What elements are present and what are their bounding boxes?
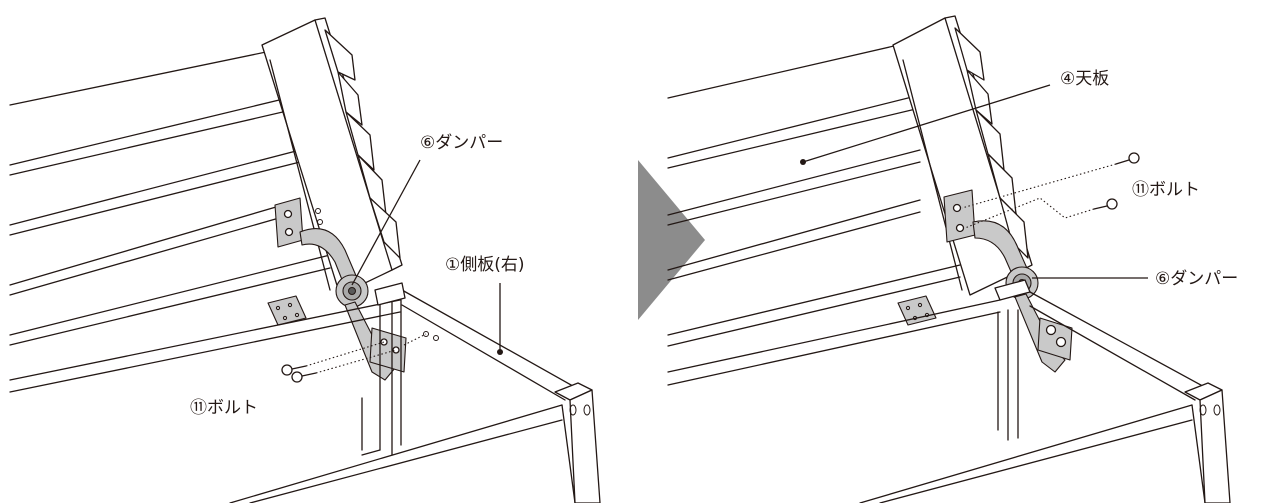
side-bracket [369, 327, 439, 373]
bolt-label: ⑪ボルト [1132, 180, 1200, 200]
bolt-icon [291, 371, 317, 383]
side-panel-label: ①側板(右) [445, 255, 525, 275]
seat-slats [9, 44, 331, 346]
damper-label: ⑥ダンパー [420, 133, 503, 153]
bolts [281, 333, 427, 383]
bolt-label: ⑪ボルト [190, 398, 258, 418]
step-left-panel: ⑥ダンパー ①側板(右) ⑪ボルト [9, 17, 601, 503]
seat-slats [667, 39, 961, 347]
bolts [961, 152, 1140, 229]
hinge [267, 295, 307, 326]
triangle-right-arrow-icon [638, 160, 705, 320]
box-frame [9, 282, 601, 503]
top-board-leader [802, 84, 1051, 163]
bolt-icon [1093, 198, 1118, 210]
top-board-leader-dot [800, 159, 806, 165]
hinge [897, 295, 937, 326]
box-frame [667, 279, 1231, 503]
side-panel-leader-dot [497, 349, 503, 355]
lid-bracket [274, 197, 323, 248]
step-right-panel: ④天板 ⑪ボルト ⑥ダンパー [667, 15, 1238, 503]
damper-leader [351, 159, 421, 286]
lid-board [261, 17, 403, 296]
top-board-label: ④天板 [1060, 69, 1109, 89]
damper-label: ⑥ダンパー [1155, 269, 1238, 289]
damper-part [972, 220, 1073, 373]
bolt-icon [281, 364, 307, 376]
bolt-icon [1115, 152, 1140, 165]
lid-bracket [943, 189, 976, 243]
